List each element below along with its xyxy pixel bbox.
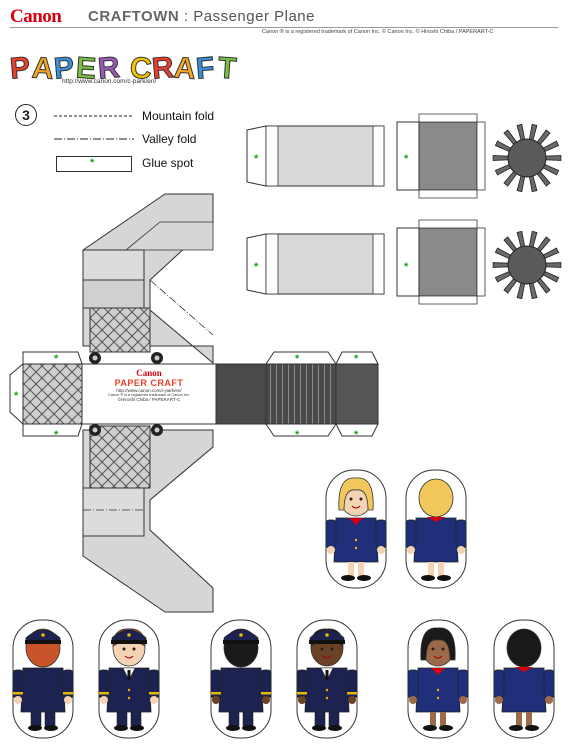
svg-text:*: * <box>354 429 359 441</box>
logo-letter: P <box>53 51 76 86</box>
flight-attendant-blonde-back <box>405 469 467 589</box>
svg-text:*: * <box>254 261 259 273</box>
engine-fan-upper <box>492 123 562 193</box>
engine-side-part-lower <box>246 233 385 295</box>
fuselage-trademark: Canon ® is a registered trademark of Can… <box>108 393 190 397</box>
nose-truss <box>22 363 83 425</box>
glue-spot-swatch: * <box>56 156 132 172</box>
valley-fold-label: Valley fold <box>142 132 197 146</box>
title-separator: : <box>179 8 194 25</box>
upper-landing-gear-truss <box>89 307 151 353</box>
canon-url: http://www.canon.com/c-park/en/ <box>62 78 157 85</box>
logo-letter: P <box>9 51 32 86</box>
svg-text:*: * <box>295 353 300 365</box>
tail-section <box>335 363 379 425</box>
glue-mark: * <box>90 157 95 169</box>
trademark-notice: Canon ® is a registered trademark of Can… <box>262 29 494 35</box>
title-product: Passenger Plane <box>193 8 315 25</box>
glue-marks: * * * * * * * <box>14 353 359 441</box>
logo-letter: F <box>195 51 216 85</box>
title-craftown: CRAFTOWN <box>88 8 180 25</box>
logo-letter: T <box>217 51 238 85</box>
wing-body-part <box>82 193 214 613</box>
pilot-redhair-front <box>98 619 160 739</box>
pilot-darkskin-back <box>210 619 272 739</box>
canon-brand-logo: Canon <box>10 6 62 27</box>
engine-housing-lower <box>396 219 486 305</box>
logo-letter: C <box>129 51 153 85</box>
lower-tab <box>82 487 145 537</box>
svg-text:*: * <box>54 353 59 365</box>
engine-fan-lower <box>492 230 562 300</box>
logo-letter: R <box>97 51 122 86</box>
upper-tab <box>82 249 145 281</box>
step-number: 3 <box>15 104 37 126</box>
logo-letter: E <box>75 51 97 85</box>
fold-lines-legend <box>54 115 134 140</box>
svg-text:*: * <box>54 429 59 441</box>
flight-attendant-dark-back <box>493 619 555 739</box>
engine-housing-upper <box>396 113 486 199</box>
engine-side-part-upper <box>246 125 385 187</box>
glue-spot-label: Glue spot <box>142 156 194 170</box>
fuselage-dark-band <box>215 363 267 425</box>
lower-landing-gear-truss <box>89 425 151 489</box>
fuselage-canon-brand: Canon <box>136 368 162 378</box>
engine-glue-marks: * * * * <box>254 153 409 273</box>
mountain-fold-label: Mountain fold <box>142 109 215 123</box>
pilot-darkskin-front <box>296 619 358 739</box>
header-divider <box>10 27 558 28</box>
page-title: CRAFTOWN : Passenger Plane <box>88 8 315 25</box>
fuselage-credit: ©Hiroshi Chiba / PAPERART-C <box>117 397 181 402</box>
pilot-redhair-back <box>12 619 74 739</box>
svg-text:*: * <box>295 429 300 441</box>
fuselage-label-panel <box>81 363 217 425</box>
upper-wing-tip <box>124 221 214 251</box>
fuselage-url: http://www.canon.com/c-park/en/ <box>116 388 182 393</box>
fuselage-paper-craft-logo: PAPER CRAFT <box>114 378 184 388</box>
logo-letter: A <box>31 51 55 85</box>
logo-letter: R <box>151 51 176 86</box>
fuselage-strip <box>9 351 379 437</box>
svg-text:*: * <box>404 261 409 273</box>
flight-attendant-blonde-front <box>325 469 387 589</box>
svg-text:*: * <box>14 390 19 402</box>
svg-text:*: * <box>254 153 259 165</box>
svg-text:*: * <box>404 153 409 165</box>
flight-attendant-dark-front <box>407 619 469 739</box>
fuselage-label: Canon PAPER CRAFT http://www.canon.com/c… <box>86 368 212 420</box>
logo-letter: A <box>173 51 197 85</box>
fuselage-ribbed-band <box>265 363 337 425</box>
svg-text:*: * <box>354 353 359 365</box>
